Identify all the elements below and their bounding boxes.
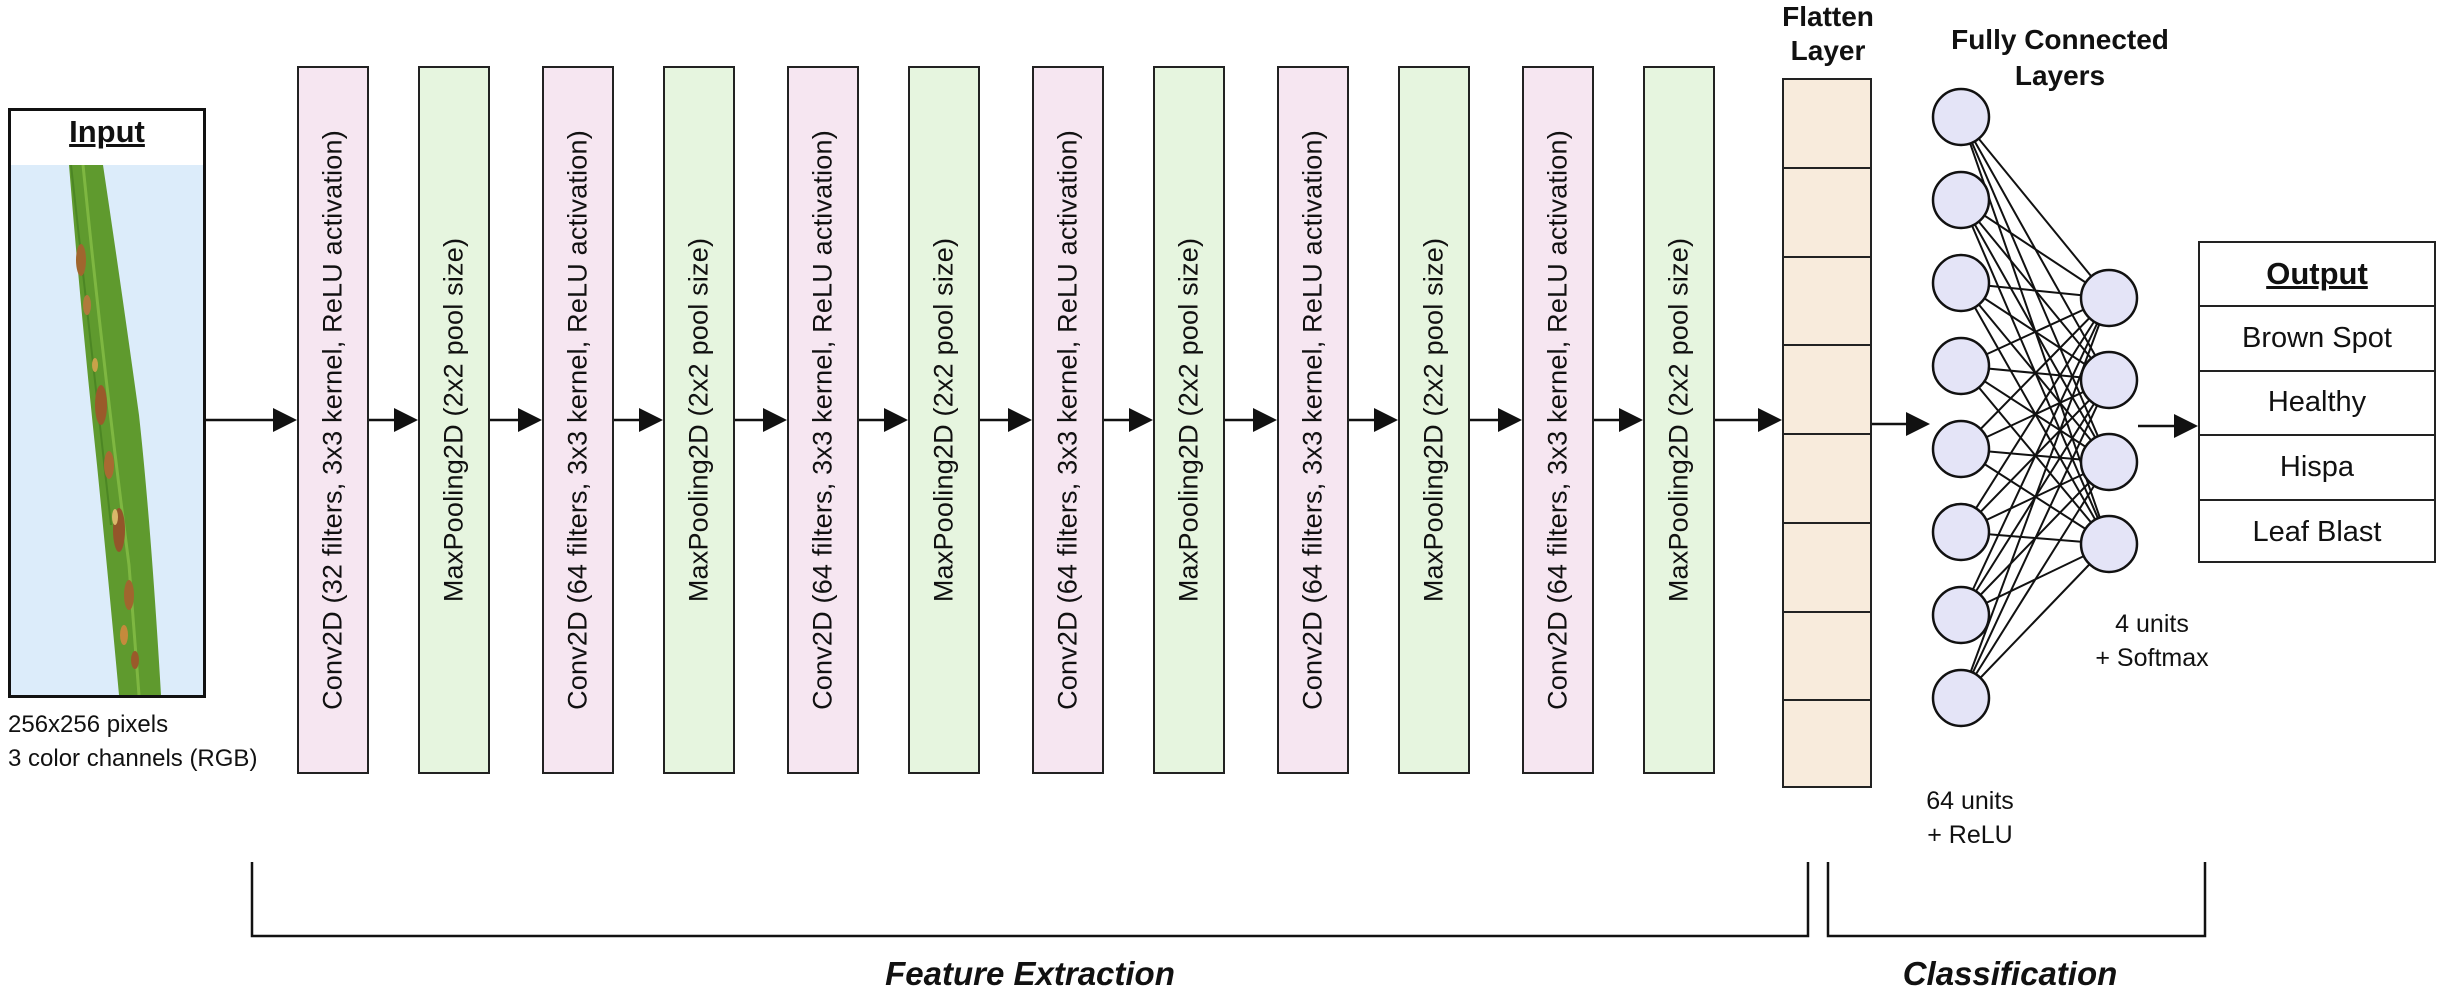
classification-label: Classification: [1902, 955, 2118, 992]
output-table: Output Brown Spot Healthy Hispa Leaf Bla…: [2198, 241, 2436, 563]
fc-connection: [1960, 199, 2110, 299]
fully-connected-title: Fully Connected Layers: [1925, 22, 2195, 94]
layer-block: MaxPooling2D (2x2 pool size): [1398, 66, 1470, 774]
flatten-title-line2: Layer: [1790, 35, 1866, 66]
fc-connection: [1960, 379, 2110, 699]
flatten-cell: [1784, 169, 1870, 258]
fc-title-line1: Fully Connected: [1951, 24, 2169, 55]
output-node: [2079, 350, 2139, 410]
flatten-cell: [1784, 613, 1870, 702]
arrow-head: [1619, 408, 1643, 432]
rice-leaf-image: [11, 165, 203, 695]
fc-connection: [1960, 297, 2110, 533]
arrow-head: [1253, 408, 1277, 432]
hidden-node: [1931, 668, 1991, 728]
flatten-cell: [1784, 258, 1870, 347]
feature-extraction-label: Feature Extraction: [885, 955, 1175, 992]
hidden-node: [1931, 87, 1991, 147]
fc-connection: [1960, 543, 2110, 699]
layer-block: MaxPooling2D (2x2 pool size): [1643, 66, 1715, 774]
output-units-label: 4 units + Softmax: [2072, 607, 2232, 675]
arrow-head: [1906, 412, 1930, 436]
input-title: Input: [69, 114, 145, 149]
layer-block: MaxPooling2D (2x2 pool size): [663, 66, 735, 774]
layer-block: Conv2D (64 filters, 3x3 kernel, ReLU act…: [1522, 66, 1594, 774]
arrow-head: [1129, 408, 1153, 432]
input-size-text: 256x256 pixels: [8, 711, 169, 738]
layer-label: Conv2D (64 filters, 3x3 kernel, ReLU act…: [1297, 130, 1328, 710]
output-node: [2079, 432, 2139, 492]
layer-label: MaxPooling2D (2x2 pool size): [438, 237, 469, 603]
layer-block: Conv2D (64 filters, 3x3 kernel, ReLU act…: [1277, 66, 1349, 774]
layer-label: Conv2D (64 filters, 3x3 kernel, ReLU act…: [807, 130, 838, 710]
layer-block: MaxPooling2D (2x2 pool size): [418, 66, 490, 774]
layer-label: Conv2D (64 filters, 3x3 kernel, ReLU act…: [1542, 130, 1573, 710]
hidden-units-count: 64 units: [1926, 787, 2014, 815]
flatten-layer-title: Flatten Layer: [1768, 0, 1888, 68]
layer-block: Conv2D (64 filters, 3x3 kernel, ReLU act…: [542, 66, 614, 774]
fc-connection: [1960, 297, 2110, 450]
input-caption: 256x256 pixels 3 color channels (RGB): [8, 708, 257, 776]
layer-label: Conv2D (64 filters, 3x3 kernel, ReLU act…: [562, 130, 593, 710]
arrow-head: [2174, 414, 2198, 438]
hidden-node: [1931, 585, 1991, 645]
output-units-count: 4 units: [2115, 610, 2189, 638]
classification-bracket: [1826, 862, 2207, 938]
output-class-leaf-blast: Leaf Blast: [2252, 516, 2382, 549]
arrow-head: [639, 408, 663, 432]
fc-title-line2: Layers: [2014, 60, 2106, 91]
output-class-brown-spot: Brown Spot: [2200, 307, 2434, 372]
layer-label: MaxPooling2D (2x2 pool size): [928, 237, 959, 603]
flatten-cell: [1784, 524, 1870, 613]
layer-label: Conv2D (64 filters, 3x3 kernel, ReLU act…: [1052, 130, 1083, 710]
fc-connection: [1960, 297, 2110, 616]
arrow-head: [1374, 408, 1398, 432]
layer-label: MaxPooling2D (2x2 pool size): [1173, 237, 1204, 603]
hidden-units-activation: + ReLU: [1927, 821, 2013, 849]
output-node: [2079, 514, 2139, 574]
output-title: Output: [2200, 243, 2434, 308]
layer-label: MaxPooling2D (2x2 pool size): [1418, 237, 1449, 603]
fc-connection: [1960, 461, 2110, 699]
layer-block: Conv2D (64 filters, 3x3 kernel, ReLU act…: [787, 66, 859, 774]
arrow-head: [884, 408, 908, 432]
arrow-head: [1758, 408, 1782, 432]
arrow-head: [394, 408, 418, 432]
flatten-cell: [1784, 80, 1870, 169]
layer-block: Conv2D (64 filters, 3x3 kernel, ReLU act…: [1032, 66, 1104, 774]
layer-block: Conv2D (32 filters, 3x3 kernel, ReLU act…: [297, 66, 369, 774]
fc-connection: [1960, 116, 2110, 299]
layer-label: Conv2D (32 filters, 3x3 kernel, ReLU act…: [317, 130, 348, 710]
layer-block: MaxPooling2D (2x2 pool size): [908, 66, 980, 774]
flatten-layer: [1782, 78, 1872, 788]
flatten-title-line1: Flatten: [1782, 1, 1874, 32]
arrow-head: [273, 408, 297, 432]
flatten-cell: [1784, 701, 1870, 790]
hidden-node: [1931, 336, 1991, 396]
output-class-hispa: Hispa: [2200, 436, 2434, 501]
hidden-units-label: 64 units + ReLU: [1910, 784, 2030, 852]
output-class-healthy: Healthy: [2200, 372, 2434, 437]
output-node: [2079, 268, 2139, 328]
layer-label: MaxPooling2D (2x2 pool size): [1663, 237, 1694, 603]
flatten-cell: [1784, 346, 1870, 435]
hidden-node: [1931, 253, 1991, 313]
arrow-head: [1498, 408, 1522, 432]
arrow-head: [518, 408, 542, 432]
layer-block: MaxPooling2D (2x2 pool size): [1153, 66, 1225, 774]
arrow-head: [763, 408, 787, 432]
arrow-head: [1008, 408, 1032, 432]
flatten-cell: [1784, 435, 1870, 524]
hidden-node: [1931, 419, 1991, 479]
hidden-node: [1931, 502, 1991, 562]
output-units-activation: + Softmax: [2095, 644, 2209, 672]
layer-label: MaxPooling2D (2x2 pool size): [683, 237, 714, 603]
feature-extraction-bracket: [250, 862, 1810, 938]
hidden-node: [1931, 170, 1991, 230]
input-channels-text: 3 color channels (RGB): [8, 745, 258, 772]
